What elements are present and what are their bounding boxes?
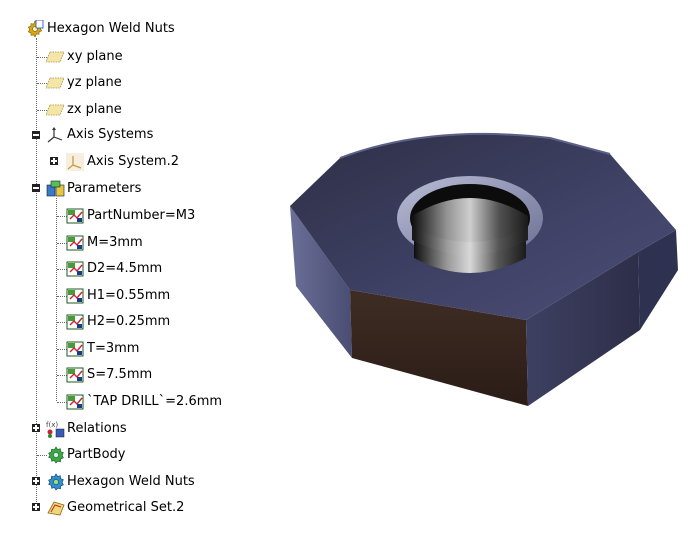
tree-root-label: Hexagon Weld Nuts [47, 21, 175, 36]
tree-line [37, 83, 47, 84]
tree-item-parameter[interactable]: PartNumber=M3 [66, 206, 195, 226]
tree-item-zx-plane[interactable]: zx plane [45, 100, 122, 120]
nut-right-face [526, 252, 640, 406]
tree-item-parameter[interactable]: D2=4.5mm [66, 259, 162, 279]
nut-right-edge [638, 230, 678, 330]
tree-item-axis-system-2[interactable]: Axis System.2 [66, 152, 179, 172]
tree-item-label: xy plane [67, 49, 123, 64]
tree-line [57, 375, 67, 376]
expand-geometrical-set-button[interactable] [32, 503, 40, 511]
tree-item-hexagon-body[interactable]: Hexagon Weld Nuts [46, 472, 195, 492]
parameter-icon [66, 313, 84, 331]
tree-line [57, 243, 67, 244]
tree-line [57, 322, 67, 323]
collapse-axis-systems-button[interactable] [32, 131, 40, 139]
relations-icon: f(x) [46, 420, 65, 438]
tree-item-partbody[interactable]: PartBody [46, 445, 125, 465]
parameter-icon [66, 260, 84, 278]
tree-item-relations[interactable]: f(x) Relations [46, 419, 127, 439]
tree-item-parameter[interactable]: H1=0.55mm [66, 286, 170, 306]
tree-item-parameter[interactable]: `TAP DRILL`=2.6mm [66, 392, 222, 412]
tree-item-label: D2=4.5mm [87, 261, 163, 276]
expand-hexagon-body-button[interactable] [32, 477, 40, 485]
tree-item-label: Hexagon Weld Nuts [67, 474, 195, 489]
expand-relations-button[interactable] [32, 424, 40, 432]
tree-line [57, 296, 67, 297]
svg-text:f(x): f(x) [46, 421, 58, 429]
tree-line [57, 402, 67, 403]
parameter-icon [66, 393, 84, 411]
tree-item-yz-plane[interactable]: yz plane [45, 73, 122, 93]
tree-item-label: Axis System.2 [87, 154, 179, 169]
bore-wall [412, 198, 528, 255]
tree-line [37, 110, 47, 111]
tree-line [57, 216, 67, 217]
3d-viewport[interactable] [280, 120, 690, 420]
geometrical-set-icon [46, 499, 65, 517]
tree-line [37, 455, 47, 456]
tree-item-label: PartBody [67, 447, 126, 462]
expand-axis-system-2-button[interactable] [50, 157, 58, 165]
partbody-icon [46, 446, 64, 464]
tree-item-label: T=3mm [87, 341, 140, 356]
tree-item-label: `TAP DRILL`=2.6mm [87, 394, 223, 409]
tree-item-parameter[interactable]: M=3mm [66, 233, 143, 253]
plane-icon [45, 48, 65, 66]
tree-item-label: Axis Systems [67, 127, 154, 142]
tree-item-parameter[interactable]: S=7.5mm [66, 365, 152, 385]
tree-item-axis-systems[interactable]: Axis Systems [46, 125, 153, 145]
parameters-icon [46, 180, 65, 198]
tree-item-label: S=7.5mm [87, 367, 153, 382]
parameter-icon [66, 366, 84, 384]
body-icon [46, 473, 64, 491]
nut-front-face [350, 290, 528, 406]
plane-icon [45, 74, 65, 92]
tree-item-label: Relations [67, 421, 127, 436]
axis-system-icon [66, 153, 84, 171]
tree-item-parameters[interactable]: Parameters [46, 179, 141, 199]
tree-item-label: zx plane [67, 102, 122, 117]
tree-line [37, 57, 47, 58]
tree-line-parameters [56, 198, 57, 401]
tree-item-xy-plane[interactable]: xy plane [45, 47, 123, 67]
collapse-parameters-button[interactable] [32, 184, 40, 192]
parameter-icon [66, 234, 84, 252]
parameter-icon [66, 207, 84, 225]
nut-top-edge [339, 132, 611, 159]
specification-tree: Hexagon Weld Nuts xy plane yz plane zx p… [0, 0, 270, 540]
tree-item-label: yz plane [67, 75, 122, 90]
tree-item-parameter[interactable]: T=3mm [66, 339, 139, 359]
axis-systems-icon [46, 126, 64, 144]
tree-item-label: H1=0.55mm [87, 288, 171, 303]
tree-item-label: M=3mm [87, 235, 143, 250]
nut-left-face [290, 206, 352, 358]
tree-item-parameter[interactable]: H2=0.25mm [66, 312, 170, 332]
tree-line [57, 269, 67, 270]
tree-item-label: Geometrical Set.2 [67, 500, 185, 515]
plane-icon [45, 101, 65, 119]
tree-root-part[interactable]: Hexagon Weld Nuts [26, 19, 175, 39]
tree-line [57, 349, 67, 350]
tree-item-label: Parameters [67, 181, 142, 196]
part-gear-icon [26, 19, 44, 38]
tree-item-geometrical-set[interactable]: Geometrical Set.2 [46, 498, 184, 518]
tree-item-label: PartNumber=M3 [87, 208, 196, 223]
parameter-icon [66, 287, 84, 305]
parameter-icon [66, 340, 84, 358]
tree-item-label: H2=0.25mm [87, 314, 171, 329]
hexagon-weld-nut-3d-model[interactable] [280, 120, 690, 420]
tree-line-main [36, 38, 37, 508]
